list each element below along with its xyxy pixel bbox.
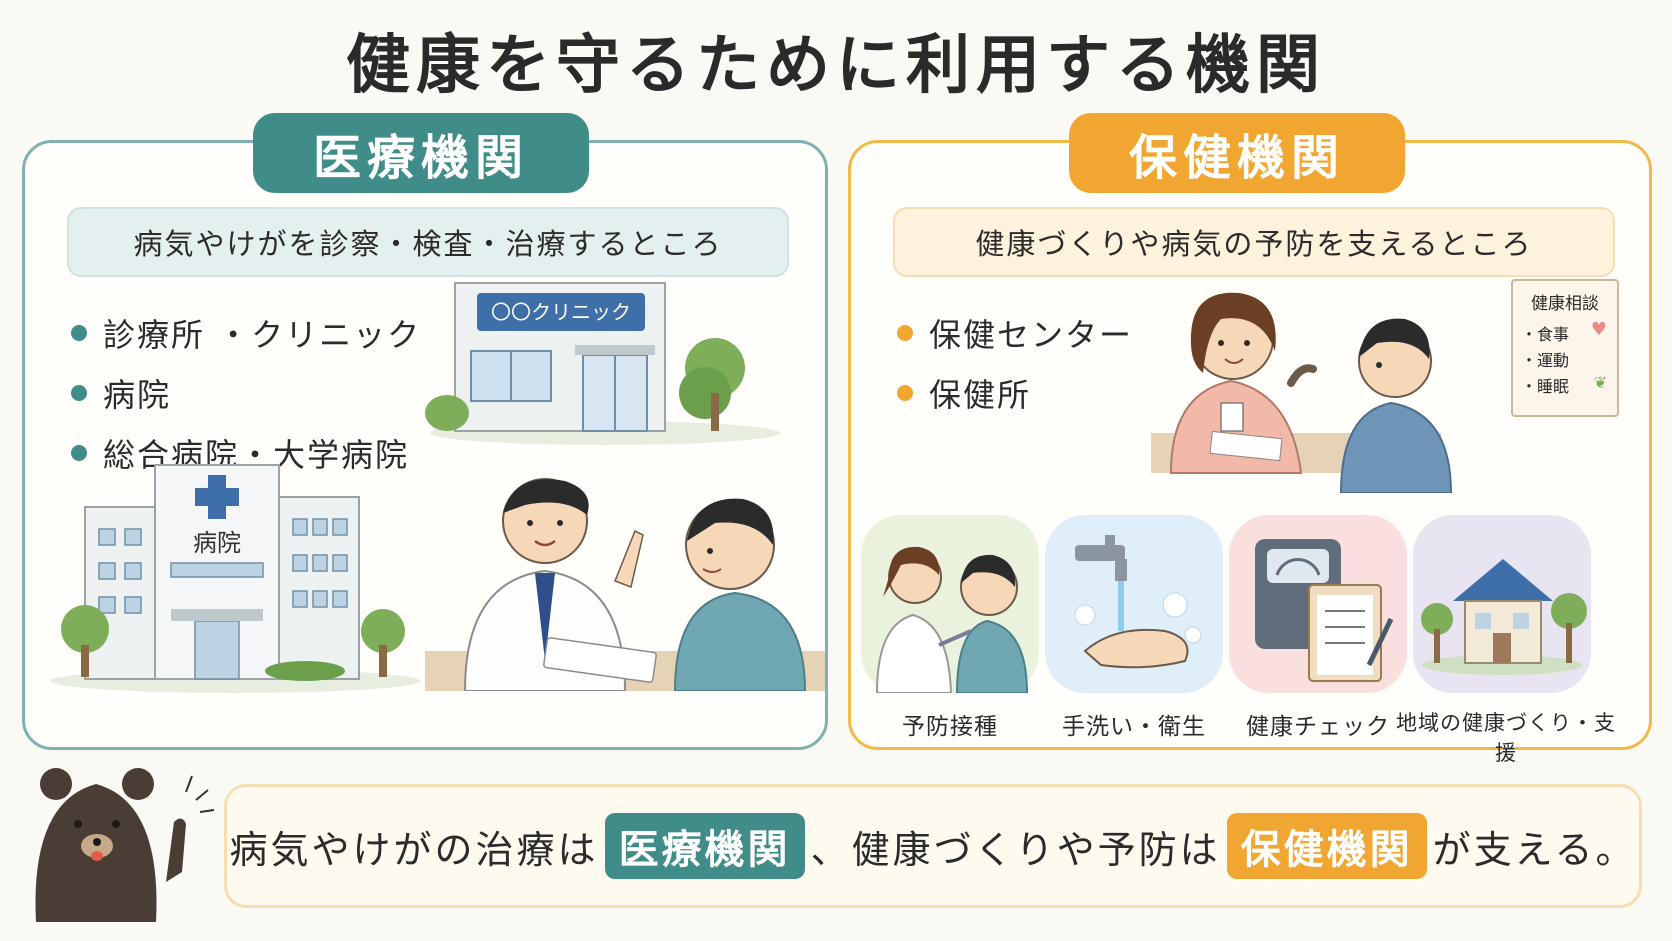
medical-tag: 医療機関 <box>253 113 589 193</box>
hospital-illustration: 病院 <box>50 464 420 693</box>
clinic-sign: 〇〇クリニック <box>491 300 631 324</box>
health-check-card <box>1229 515 1407 693</box>
health-list: 保健センター 保健所 <box>897 303 1133 423</box>
medical-list: 診療所 ・クリニック 病院 総合病院・大学病院 <box>71 303 421 483</box>
health-description: 健康づくりや病気の予防を支えるところ <box>893 207 1615 277</box>
community-label: 地域の健康づくり・支援 <box>1396 711 1616 765</box>
health-check-label: 健康チェック <box>1246 714 1390 740</box>
handwashing-card <box>1045 515 1223 693</box>
medical-description: 病気やけがを診察・検査・治療するところ <box>67 207 789 277</box>
leaf-icon: ❦ <box>1593 373 1607 392</box>
bear-mascot-icon <box>35 768 215 922</box>
bullet-icon <box>897 385 913 401</box>
summary-text: 病気やけがの治療は <box>229 827 599 872</box>
health-tag: 保健機関 <box>1069 113 1405 193</box>
bullet-icon <box>897 325 913 341</box>
clinic-illustration: 〇〇クリニック <box>425 282 780 445</box>
bullet-icon <box>71 445 87 461</box>
community-house-icon <box>1421 559 1587 675</box>
summary-text: が支える。 <box>1432 827 1637 872</box>
poster-line: ・食事 <box>1521 325 1570 344</box>
bullet-icon <box>71 325 87 341</box>
handwashing-icon <box>1074 535 1202 669</box>
medical-panel: 医療機関 病気やけがを診察・検査・治療するところ 診療所 ・クリニック 病院 総… <box>22 113 828 750</box>
list-item: 病院 <box>71 363 421 423</box>
health-consultation-poster: 健康相談 ・食事 ・運動 ・睡眠 ♥ ❦ <box>1511 279 1619 417</box>
doctor-consultation-illustration <box>425 478 825 691</box>
summary-text: 、健康づくりや予防は <box>810 827 1221 872</box>
handwashing-label: 手洗い・衛生 <box>1062 714 1206 740</box>
list-item: 診療所 ・クリニック <box>71 303 421 363</box>
poster-title: 健康相談 <box>1531 294 1599 314</box>
heart-icon: ♥ <box>1590 319 1607 340</box>
community-card <box>1413 515 1591 693</box>
health-panel: 保健機関 健康づくりや病気の予防を支えるところ 保健センター 保健所 健康相談 … <box>848 113 1652 765</box>
bullet-icon <box>71 385 87 401</box>
health-check-icon <box>1255 539 1394 682</box>
summary-box: 病気やけがの治療は 医療機関 、健康づくりや予防は 保健機関 が支える。 <box>224 784 1642 908</box>
summary-medical-highlight: 医療機関 <box>604 813 805 879</box>
list-item: 保健センター <box>897 303 1133 363</box>
summary-health-highlight: 保健機関 <box>1226 813 1427 879</box>
vaccination-card <box>861 515 1039 694</box>
vaccination-icon <box>875 546 1029 694</box>
poster-line: ・睡眠 <box>1521 377 1570 396</box>
poster-line: ・運動 <box>1521 351 1570 370</box>
health-consultation-illustration <box>1151 292 1453 493</box>
list-item: 保健所 <box>897 363 1133 423</box>
hospital-sign: 病院 <box>193 529 241 557</box>
page-title: 健康を守るために利用する機関 <box>346 29 1326 103</box>
vaccination-label: 予防接種 <box>902 714 998 740</box>
